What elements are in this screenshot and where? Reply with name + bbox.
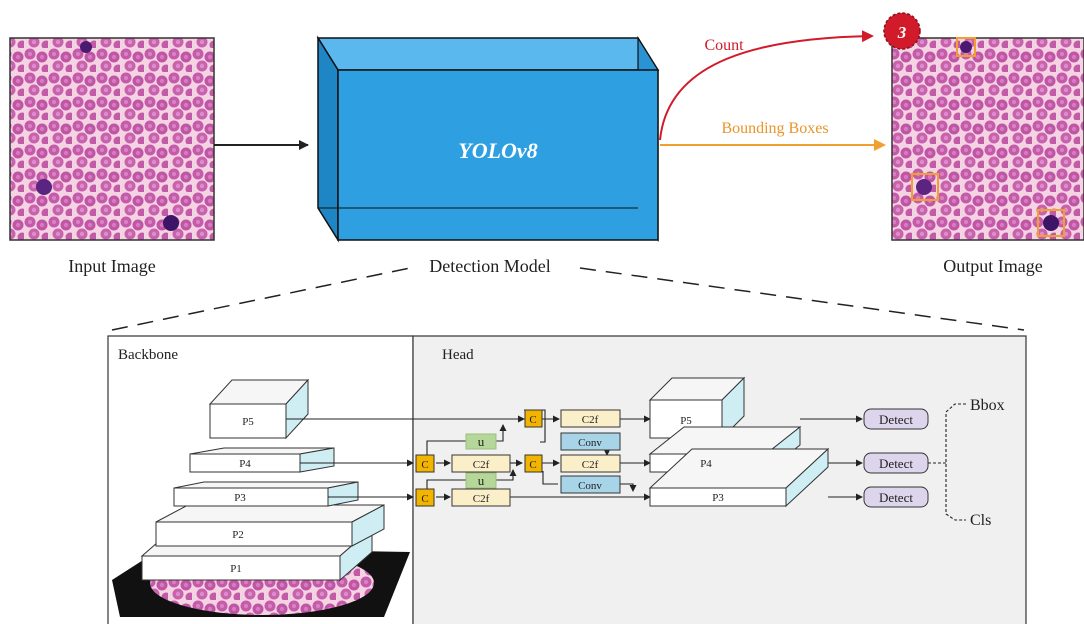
concat-block <box>524 409 543 428</box>
concat-label: C <box>421 459 428 471</box>
upsample-block <box>465 472 497 489</box>
head-label-p3: P3 <box>712 492 724 504</box>
concat-block <box>415 488 435 507</box>
c2f-block <box>560 454 621 473</box>
zoom-line-left <box>111 267 411 331</box>
detect-blocks <box>863 408 929 508</box>
detection-box <box>911 173 939 201</box>
backbone-label-p3: P3 <box>234 492 246 504</box>
backbone-label-p4: P4 <box>239 458 251 470</box>
detection-box <box>956 37 976 57</box>
c2f-block <box>560 409 621 428</box>
head-title: Head <box>442 347 474 363</box>
model-name: YOLOv8 <box>458 138 537 163</box>
c2f-label: C2f <box>582 459 599 471</box>
upsample-label: u <box>478 473 485 488</box>
conv-block <box>560 432 621 451</box>
head-label-p5: P5 <box>680 415 692 427</box>
input-image-label: Input Image <box>68 256 155 276</box>
backbone-block-p2 <box>155 504 385 547</box>
output-image-label: Output Image <box>943 256 1042 276</box>
concat-label: C <box>529 459 536 471</box>
backbone-title: Backbone <box>118 347 178 363</box>
detect-block <box>863 408 929 430</box>
nucleus-icon <box>1043 215 1059 231</box>
c2f-block <box>451 454 511 473</box>
backbone-level-labels: P5 P4 P3 P2 P1 <box>230 416 254 575</box>
head-label-p4: P4 <box>700 458 712 470</box>
concat-block <box>524 454 543 473</box>
backbone-block-p5 <box>208 378 310 440</box>
c2f-block <box>451 488 511 507</box>
nucleus-icon <box>960 41 972 53</box>
detect-label: Detect <box>879 412 913 427</box>
neck-connections <box>286 409 863 501</box>
detection-model-label: Detection Model <box>429 256 550 276</box>
nucleus-icon <box>163 215 179 231</box>
c2f-label: C2f <box>473 493 490 505</box>
conv-block <box>560 475 621 494</box>
count-arrow <box>659 30 874 141</box>
backbone-block-p4 <box>189 447 335 473</box>
conv-label: Conv <box>578 437 602 449</box>
backbone-label-p2: P2 <box>232 529 244 541</box>
detect-label: Detect <box>879 490 913 505</box>
backbone-label-p1: P1 <box>230 563 242 575</box>
c2f-label: C2f <box>582 414 599 426</box>
detection-box <box>1037 209 1065 237</box>
backbone-label-p5: P5 <box>242 416 254 428</box>
nucleus-icon <box>916 179 932 195</box>
output-bracket <box>928 403 966 521</box>
upsample-blocks <box>465 433 497 489</box>
output-bbox-label: Bbox <box>970 397 1005 414</box>
concat-block <box>415 454 435 473</box>
count-badge: 3 <box>883 12 921 50</box>
concat-label: C <box>529 414 536 426</box>
bbox-label: Bounding Boxes <box>721 120 828 137</box>
detect-label: Detect <box>879 456 913 471</box>
count-value: 3 <box>897 23 907 42</box>
yolov8-cube <box>316 35 660 243</box>
nucleus-icon <box>36 179 52 195</box>
head-block-p3 <box>648 447 830 508</box>
nucleus-icon <box>80 41 92 53</box>
conv-label: Conv <box>578 480 602 492</box>
c2f-label: C2f <box>473 459 490 471</box>
detect-block <box>863 486 929 508</box>
input-image <box>9 37 215 241</box>
backbone-block-p3 <box>173 481 359 507</box>
count-label: Count <box>704 37 744 54</box>
concat-blocks <box>415 409 543 507</box>
c2f-blocks <box>451 409 621 507</box>
upsample-label: u <box>478 434 485 449</box>
output-cls-label: Cls <box>970 512 991 529</box>
conv-blocks <box>560 432 621 494</box>
output-image <box>891 37 1084 241</box>
concat-label: C <box>421 493 428 505</box>
upsample-block <box>465 433 497 450</box>
zoom-line-right <box>579 267 1025 331</box>
